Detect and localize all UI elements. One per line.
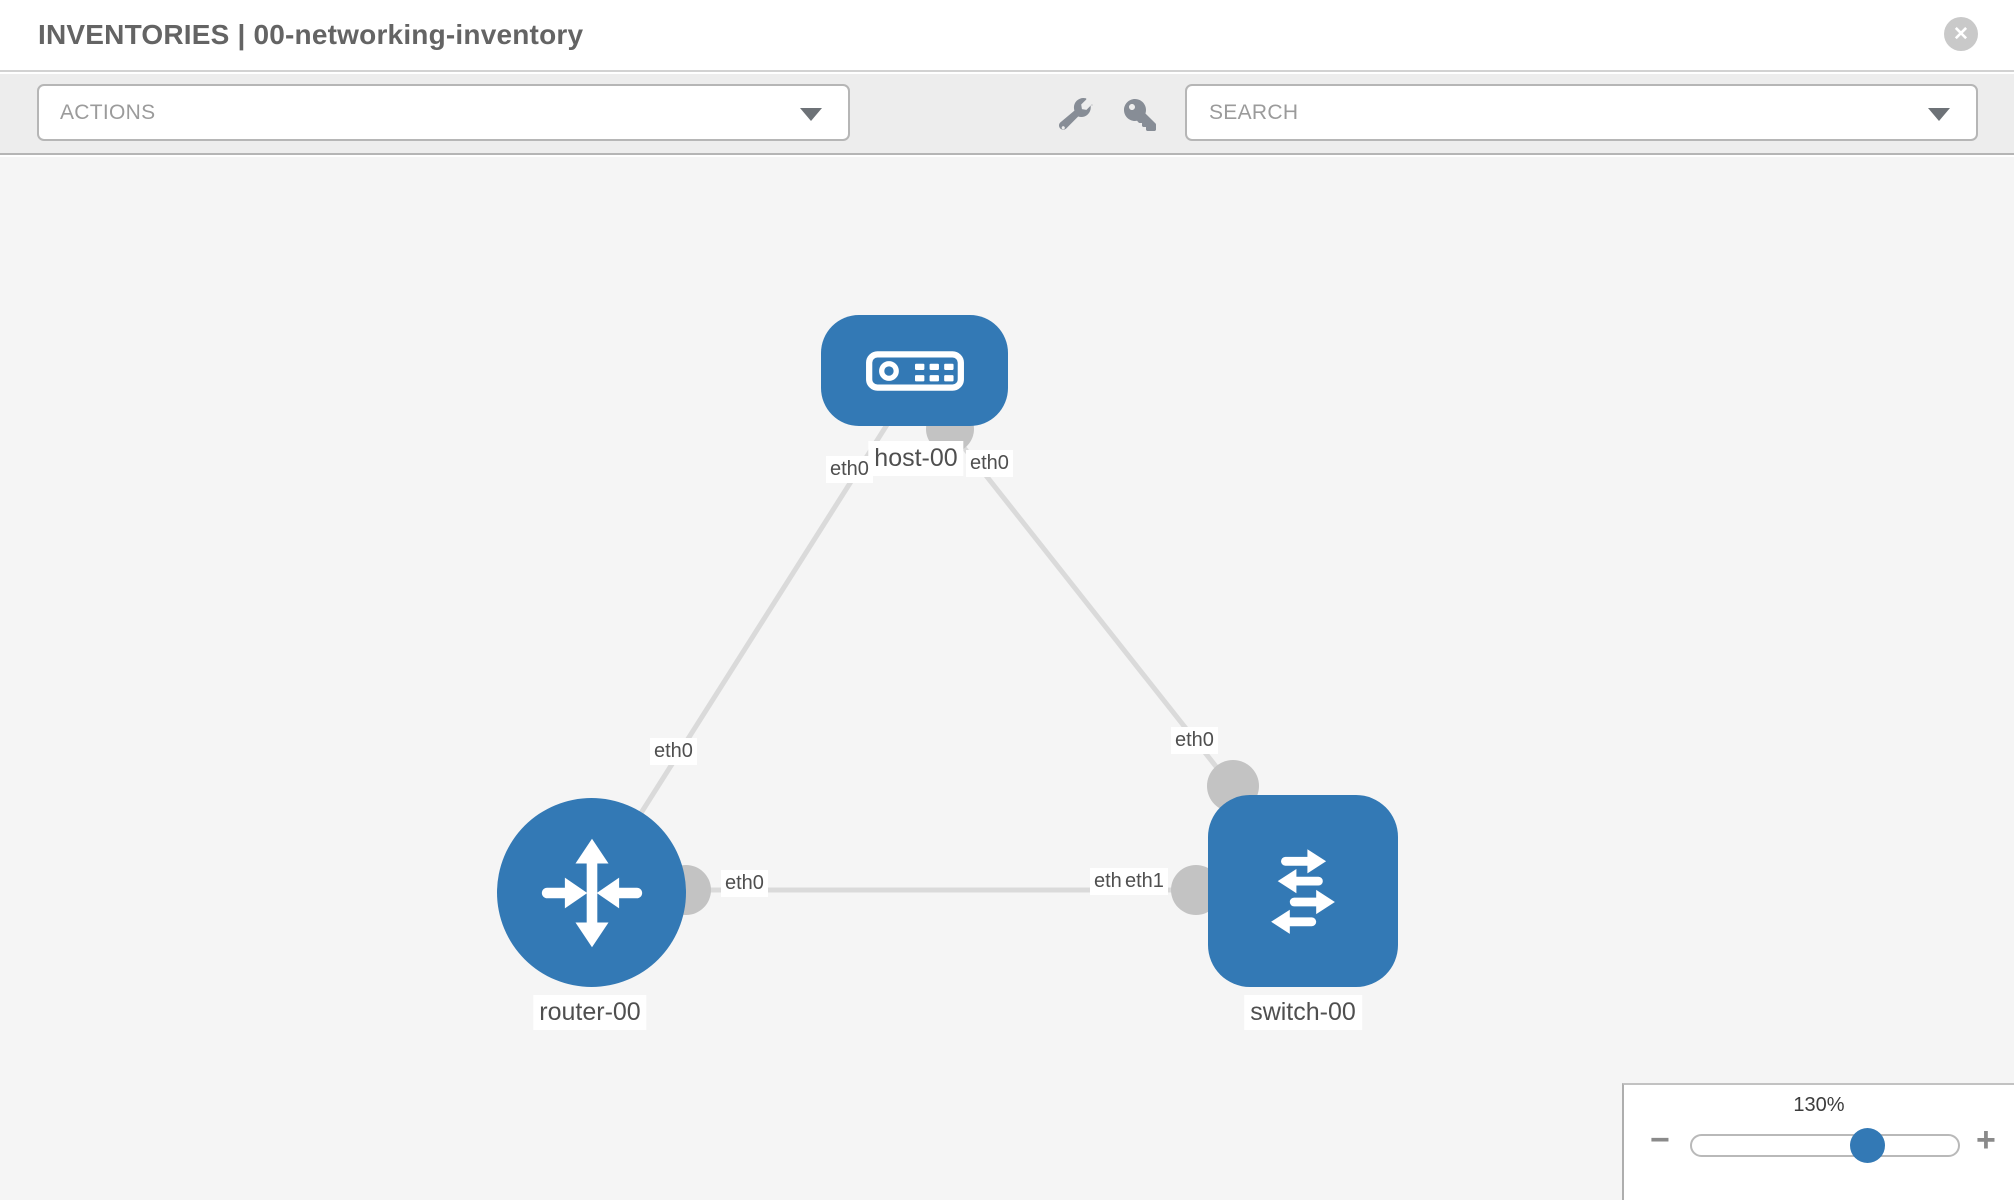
zoom-panel: 130% − +	[1622, 1083, 2014, 1200]
zoom-level-value: 130%	[1793, 1094, 1845, 1116]
node-label-host-00: host-00	[868, 441, 964, 477]
node-host-00[interactable]	[821, 315, 1008, 426]
node-label-router-00: router-00	[533, 995, 647, 1031]
search-placeholder: SEARCH	[1209, 100, 1299, 124]
topology-canvas[interactable]	[0, 157, 2014, 1200]
interface-label-switch-eth1-to-router: eth1	[1121, 868, 1168, 895]
actions-dropdown-label: ACTIONS	[60, 100, 156, 124]
search-dropdown[interactable]: SEARCH	[1185, 84, 1978, 141]
switch-icon	[1271, 849, 1335, 934]
node-label-switch-00: switch-00	[1244, 995, 1362, 1031]
wrench-icon-glyph	[1059, 98, 1093, 130]
chevron-down-icon	[800, 107, 822, 121]
router-icon	[541, 838, 642, 947]
interface-label-host-eth0-to-switch: eth0	[966, 450, 1013, 477]
actions-dropdown[interactable]: ACTIONS	[37, 84, 850, 141]
header: INVENTORIES | 00-networking-inventory ✕	[0, 0, 2014, 72]
wrench-icon[interactable]	[1054, 93, 1098, 137]
interface-label-switch-eth0-to-host: eth0	[1171, 727, 1218, 754]
chevron-down-icon	[1928, 107, 1950, 121]
toolbar: ACTIONS SEARCH	[0, 74, 2014, 155]
key-icon-glyph	[1124, 99, 1156, 131]
page-title: INVENTORIES | 00-networking-inventory	[38, 19, 584, 50]
node-router-00[interactable]	[497, 798, 686, 987]
zoom-slider-track[interactable]	[1690, 1128, 1960, 1163]
interface-label-router-eth0-to-switch: eth0	[721, 870, 768, 897]
host-icon	[865, 350, 964, 391]
key-icon[interactable]	[1118, 93, 1162, 137]
zoom-slider-thumb[interactable]	[1850, 1128, 1885, 1163]
zoom-out-button[interactable]: −	[1650, 1121, 1670, 1159]
interface-label-host-eth0-to-router: eth0	[826, 456, 873, 483]
zoom-in-button[interactable]: +	[1976, 1121, 1996, 1159]
close-glyph: ✕	[1953, 23, 1969, 45]
interface-label-router-eth0-to-host: eth0	[650, 738, 697, 765]
close-icon[interactable]: ✕	[1944, 17, 1978, 51]
node-switch-00[interactable]	[1208, 795, 1398, 987]
